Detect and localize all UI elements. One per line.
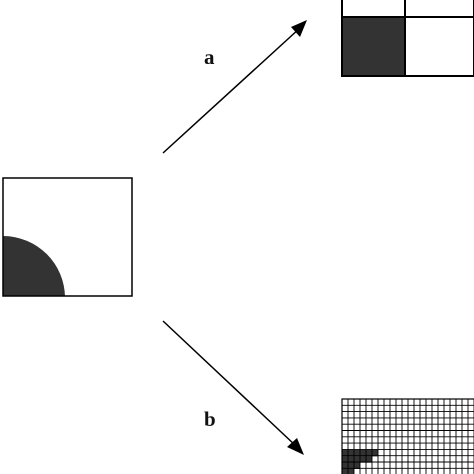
source-panel-frame — [2, 177, 133, 297]
fine-grid-filled-row — [342, 456, 372, 463]
coarse-grid — [341, 0, 474, 77]
fine-grid — [341, 398, 474, 474]
fine-grid-filled-row — [342, 462, 360, 469]
arrow-b-shaft — [162, 320, 297, 447]
fine-grid-lines — [342, 399, 474, 474]
arrow-a-shaft — [162, 27, 301, 154]
quarter-disc-shape — [3, 236, 65, 296]
arrow-a: a — [162, 20, 307, 154]
source-panel — [2, 177, 133, 297]
coarse-grid-filled-cell — [342, 17, 405, 76]
coarse-grid-frame — [341, 0, 474, 77]
arrow-a-head — [291, 20, 307, 37]
arrow-b-label: b — [204, 407, 216, 431]
fine-grid-frame — [341, 398, 474, 474]
arrow-b: b — [162, 320, 304, 455]
arrow-b-head — [287, 438, 304, 455]
arrow-a-label: a — [204, 45, 215, 69]
